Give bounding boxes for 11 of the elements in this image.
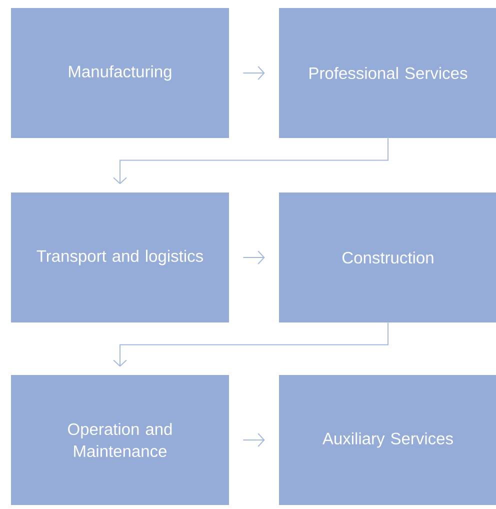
process-box: Manufacturing (11, 8, 229, 138)
arrow (113, 138, 388, 184)
arrow (242, 66, 265, 80)
process-box: Auxiliary Services (279, 375, 496, 505)
arrow (242, 433, 265, 447)
process-box: Construction (279, 192, 496, 322)
arrow (242, 250, 265, 264)
process-box: Professional Services (279, 8, 496, 138)
process-box: Operation and Maintenance (11, 375, 229, 505)
arrow (113, 322, 388, 367)
process-box: Transport and logistics (11, 192, 229, 322)
